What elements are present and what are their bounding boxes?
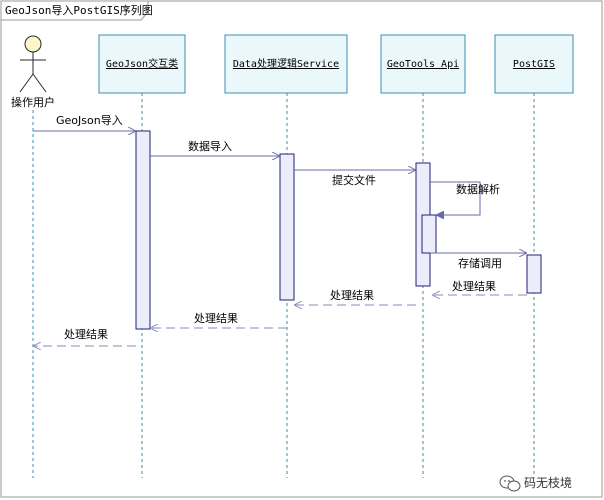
participant-postgis: PostGIS xyxy=(494,34,574,94)
message-return-geojson: 处理结果 xyxy=(33,328,136,346)
message-label: 处理结果 xyxy=(194,312,238,325)
participant-label: GeoTools Api xyxy=(387,59,459,70)
message-label: 数据解析 xyxy=(456,182,500,196)
activation-geojson xyxy=(135,130,151,330)
participant-box xyxy=(380,34,466,94)
message-submit-file: 提交文件 xyxy=(294,170,416,187)
message-return-geotools: 处理结果 xyxy=(294,289,416,305)
actor-label: 操作用户 xyxy=(11,95,55,109)
activation-geotools-nested xyxy=(421,214,437,254)
message-data-parse: 数据解析 xyxy=(430,181,500,215)
participant-label: GeoJson交互类 xyxy=(106,57,178,70)
message-label: 数据导入 xyxy=(188,139,232,153)
actor-operator: 操作用户 xyxy=(11,35,55,109)
actor-left-leg xyxy=(19,73,34,93)
activation-postgis xyxy=(526,254,542,294)
actor-head xyxy=(24,35,42,53)
message-label: 处理结果 xyxy=(452,280,496,293)
participant-geotools: GeoTools Api xyxy=(380,34,466,94)
message-arrow xyxy=(430,181,481,215)
message-label: 处理结果 xyxy=(64,328,108,341)
message-storage-call: 存储调用 xyxy=(430,253,527,270)
watermark-text: 码无枝境 xyxy=(524,475,572,490)
wechat-icon xyxy=(499,475,521,492)
activation-service xyxy=(279,153,295,301)
participant-label: Data处理逻辑Service xyxy=(233,57,339,70)
actor-right-leg xyxy=(32,73,47,93)
message-label: 提交文件 xyxy=(332,173,376,187)
message-geojson-import: GeoJson导入 xyxy=(33,114,136,131)
diagram-title: GeoJson导入PostGIS序列图 xyxy=(5,3,153,17)
participant-box xyxy=(494,34,574,94)
message-label: 存储调用 xyxy=(458,256,502,270)
watermark: 码无枝境 xyxy=(499,475,572,492)
message-label: GeoJson导入 xyxy=(56,114,123,127)
participant-box xyxy=(224,34,348,94)
participant-geojson: GeoJson交互类 xyxy=(98,34,186,94)
message-return-postgis: 处理结果 xyxy=(432,280,527,295)
message-label: 处理结果 xyxy=(330,289,374,302)
message-data-import: 数据导入 xyxy=(150,139,280,156)
participant-service: Data处理逻辑Service xyxy=(224,34,348,94)
participant-label: PostGIS xyxy=(513,59,555,70)
diagram-title-tab xyxy=(0,0,149,21)
message-return-service: 处理结果 xyxy=(150,312,287,328)
